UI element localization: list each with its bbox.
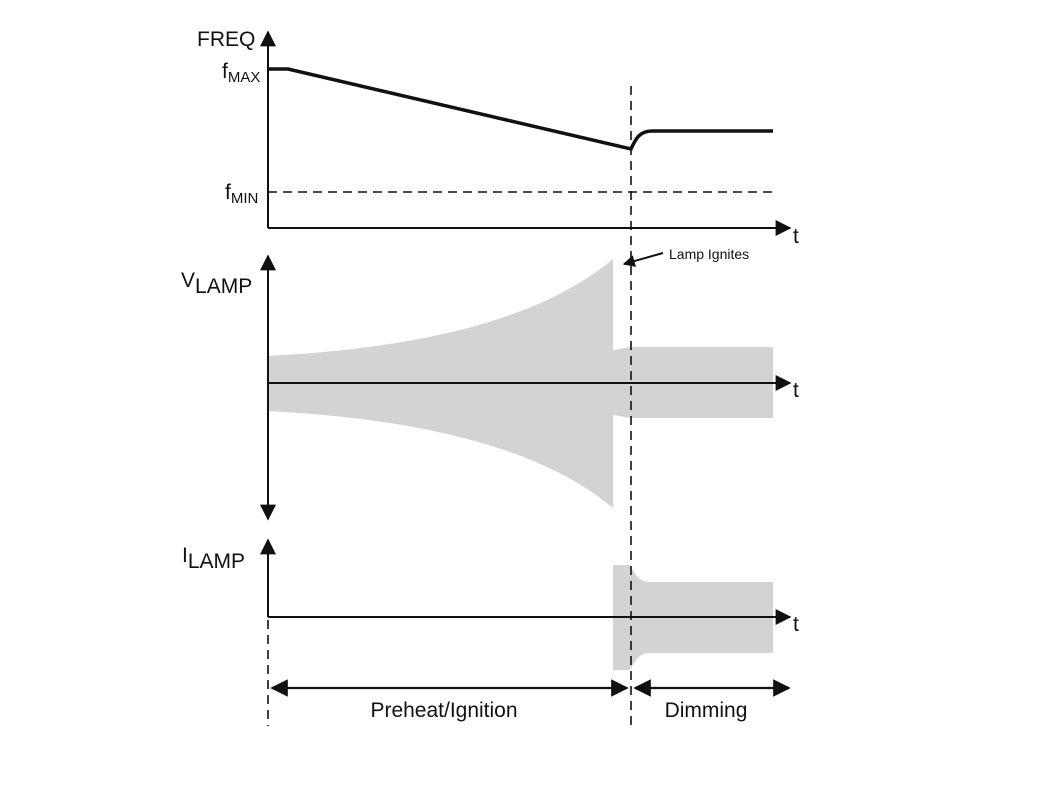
freq-axis-label: FREQ (197, 28, 255, 51)
lamp-voltage-panel: VLAMP t (181, 254, 799, 521)
vlamp-time-label: t (793, 379, 799, 402)
fmax-label: fMAX (222, 60, 260, 86)
lamp-ignites-arrow (622, 252, 664, 267)
phase-annotation: Preheat/Ignition Dimming (270, 679, 791, 722)
preheat-phase-label: Preheat/Ignition (370, 699, 517, 722)
lamp-ignites-label: Lamp Ignites (669, 246, 749, 262)
vlamp-label: VLAMP (181, 269, 252, 298)
ilamp-time-label: t (793, 613, 799, 636)
frequency-panel: FREQ fMAX fMIN t (197, 28, 799, 248)
frequency-curve (268, 67, 773, 152)
dimming-phase-label: Dimming (665, 699, 748, 722)
fmin-label: fMIN (225, 181, 258, 207)
lamp-ignites-callout: Lamp Ignites (622, 246, 749, 267)
freq-time-label: t (793, 225, 799, 248)
lamp-current-panel: ILAMP t (182, 538, 799, 670)
ilamp-label: ILAMP (182, 544, 245, 573)
